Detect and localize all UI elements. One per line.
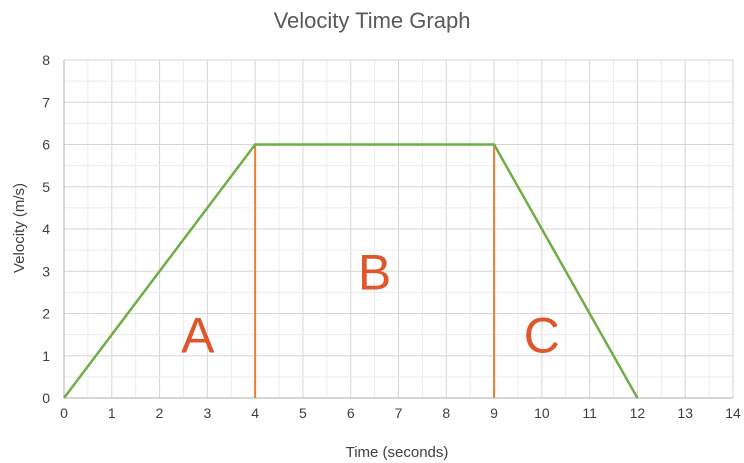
x-tick-label: 4 xyxy=(251,405,259,421)
x-tick-label: 13 xyxy=(677,405,693,421)
series xyxy=(63,143,639,399)
x-tick-label: 2 xyxy=(156,405,164,421)
y-tick-label: 6 xyxy=(42,137,50,153)
y-tick-labels: 0 1 2 3 4 5 6 7 8 xyxy=(42,52,50,406)
region-dividers xyxy=(254,144,496,398)
x-tick-label: 8 xyxy=(442,405,450,421)
x-tick-label: 6 xyxy=(347,405,355,421)
x-axis-label: Time (seconds) xyxy=(346,444,449,461)
axes xyxy=(63,60,733,399)
x-tick-label: 9 xyxy=(490,405,498,421)
y-tick-label: 3 xyxy=(42,263,50,279)
x-tick-label: 11 xyxy=(582,405,597,421)
y-tick-label: 4 xyxy=(42,221,50,237)
y-tick-label: 7 xyxy=(42,94,50,110)
x-tick-label: 5 xyxy=(299,405,307,421)
x-tick-label: 10 xyxy=(534,405,550,421)
y-tick-label: 8 xyxy=(42,52,50,68)
grid xyxy=(63,59,734,399)
y-tick-label: 2 xyxy=(42,306,50,322)
region-label-a: A xyxy=(181,308,215,364)
x-tick-label: 0 xyxy=(60,405,68,421)
y-tick-label: 1 xyxy=(42,348,50,364)
x-tick-label: 1 xyxy=(108,405,116,421)
y-tick-label: 0 xyxy=(42,390,50,406)
y-tick-label: 5 xyxy=(42,179,50,195)
chart-title: Velocity Time Graph xyxy=(274,8,471,33)
x-tick-label: 14 xyxy=(725,405,741,421)
x-tick-label: 7 xyxy=(395,405,403,421)
region-labels: A B C xyxy=(181,244,560,363)
x-tick-label: 3 xyxy=(203,405,211,421)
region-label-b: B xyxy=(358,244,391,300)
y-axis-label: Velocity (m/s) xyxy=(11,183,28,273)
x-tick-label: 12 xyxy=(630,405,646,421)
velocity-line xyxy=(63,143,639,399)
region-label-c: C xyxy=(524,308,560,364)
